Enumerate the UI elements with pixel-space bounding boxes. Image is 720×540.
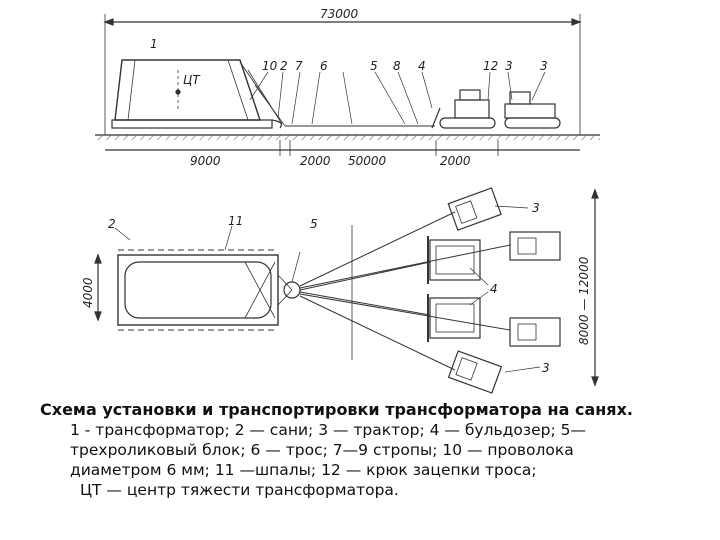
bulldozer-plan-lower (427, 294, 481, 342)
plan-callout-2: 2 (108, 217, 116, 231)
side-elevation-view (95, 14, 600, 156)
dim-2000-b: 2000 (440, 154, 471, 168)
tractor-plan-1 (447, 187, 502, 231)
callout-6: 6 (320, 59, 328, 73)
callout-3b: 3 (540, 59, 548, 73)
callout-3a: 3 (505, 59, 513, 73)
transformer-plan (124, 261, 272, 319)
figure-caption: Схема установки и транспортировки трансф… (40, 400, 700, 500)
caption-line-3: диаметром 6 мм; 11 —шпалы; 12 — крюк зац… (70, 461, 537, 479)
plan-view (94, 187, 599, 394)
tractor-plan-4 (447, 350, 503, 394)
dim-8000-12000: 8000 — 12000 (577, 256, 591, 345)
callout-10: 10 (262, 59, 278, 73)
tractor-plan-2 (509, 231, 561, 261)
tractor-side (504, 91, 561, 129)
callout-5: 5 (370, 59, 378, 73)
technical-drawing: 73000 ЦТ 1 10 2 7 6 5 8 4 12 3 3 9000 20… (81, 7, 600, 394)
dim-50000: 50000 (348, 154, 387, 168)
plan-callout-11: 11 (228, 214, 243, 228)
tractor-plan-3 (509, 317, 561, 347)
total-length-label: 73000 (320, 7, 359, 21)
plan-callout-5: 5 (310, 217, 318, 231)
callout-2: 2 (280, 59, 288, 73)
dim-4000: 4000 (81, 277, 95, 308)
sledge-plan (117, 254, 279, 326)
caption-line-1: 1 - трансформатор; 2 — сани; 3 — трактор… (70, 421, 586, 439)
cables-plan (299, 211, 511, 371)
sledge-side (111, 119, 273, 129)
dim-2000-a: 2000 (300, 154, 331, 168)
dim-9000: 9000 (190, 154, 221, 168)
bulldozer-side (431, 89, 496, 129)
callout-7: 7 (295, 59, 303, 73)
center-of-gravity-label: ЦТ (183, 73, 201, 87)
callout-12: 12 (483, 59, 498, 73)
callout-4: 4 (418, 59, 426, 73)
callout-1: 1 (150, 37, 158, 51)
caption-legend: 1 - трансформатор; 2 — сани; 3 — трактор… (40, 420, 700, 480)
caption-title: Схема установки и транспортировки трансф… (40, 400, 633, 419)
callout-8: 8 (393, 59, 401, 73)
plan-callout-3-bottom: 3 (542, 361, 550, 375)
plan-callout-3-top: 3 (532, 201, 540, 215)
plan-callout-4: 4 (490, 282, 498, 296)
caption-line-2: трехроликовый блок; 6 — трос; 7—9 стропы… (70, 441, 574, 459)
caption-line-4: ЦТ — центр тяжести трансформатора. (80, 481, 399, 499)
bulldozer-plan-upper (427, 236, 481, 284)
